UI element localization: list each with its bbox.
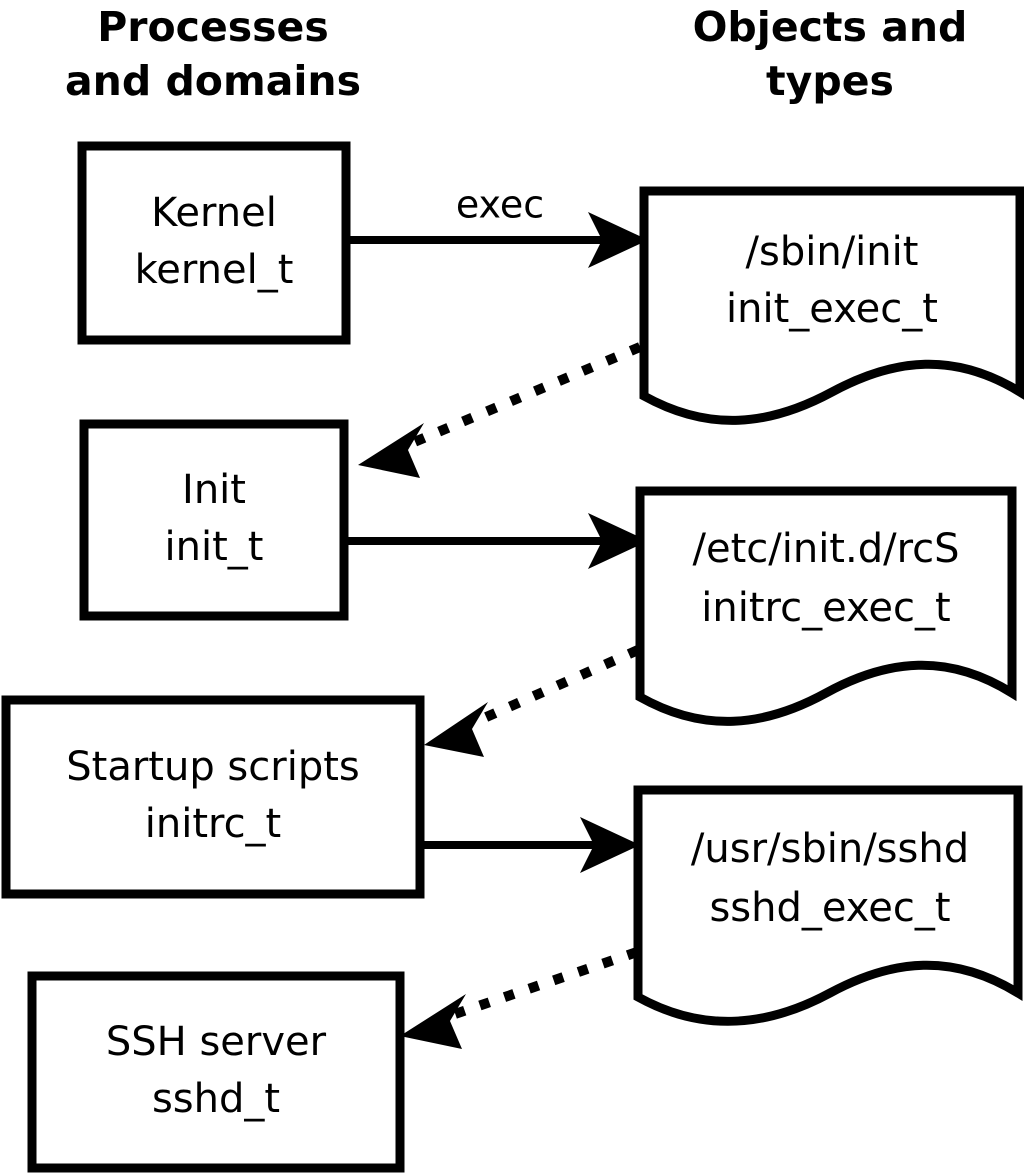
edge-kernel-exec-init_exec: exec [350, 183, 648, 268]
object-node-sshd_exec[interactable]: /usr/sbin/sshd sshd_exec_t [633, 785, 1023, 1026]
process-node-init[interactable]: Init init_t [79, 419, 349, 621]
edge-sshd_exec-transition-sshd [400, 947, 639, 1049]
object-node-initrc_exec-line2: initrc_exec_t [701, 585, 950, 631]
process-node-kernel-line1: Kernel [151, 190, 277, 236]
process-node-sshd[interactable]: SSH server sshd_t [27, 971, 405, 1173]
column-header-objects-line2: types [766, 57, 894, 105]
object-node-initrc_exec[interactable]: /etc/init.d/rcS initrc_exec_t [635, 486, 1017, 726]
process-node-kernel-line2: kernel_t [135, 247, 294, 293]
object-node-init_exec-line1: /sbin/init [746, 229, 919, 275]
process-node-initrc-line1: Startup scripts [66, 744, 359, 790]
object-node-init_exec[interactable]: /sbin/init init_exec_t [639, 186, 1024, 425]
object-node-init_exec-document[interactable] [639, 186, 1024, 425]
arrowhead-initrc_exec-initrc [424, 702, 488, 757]
object-node-initrc_exec-line1: /etc/init.d/rcS [692, 526, 959, 572]
object-node-init_exec-line2: init_exec_t [726, 286, 938, 332]
process-node-initrc[interactable]: Startup scripts initrc_t [1, 695, 425, 899]
column-header-objects: Objects and types [693, 3, 968, 105]
edge-init-exec-initrc_exec [348, 513, 648, 569]
column-header-processes-line1: Processes [97, 3, 329, 51]
process-node-initrc-box[interactable] [1, 695, 425, 899]
arrowhead-sshd_exec-sshd [400, 994, 466, 1049]
edge-label-exec: exec [456, 183, 544, 227]
edge-line-initrc_exec-initrc [472, 645, 641, 727]
object-node-sshd_exec-document[interactable] [633, 785, 1023, 1026]
process-node-init-box[interactable] [79, 419, 349, 621]
arrowhead-init_exec-init [358, 423, 424, 478]
process-node-kernel-box[interactable] [77, 141, 351, 345]
arrowhead-init-initrc_exec [588, 513, 648, 569]
column-header-processes-line2: and domains [65, 57, 361, 105]
object-node-initrc_exec-document[interactable] [635, 486, 1017, 726]
process-node-kernel[interactable]: Kernel kernel_t [77, 141, 351, 345]
object-node-sshd_exec-line2: sshd_exec_t [709, 885, 950, 931]
process-node-initrc-line2: initrc_t [145, 801, 282, 847]
process-node-init-line2: init_t [165, 524, 264, 570]
process-node-sshd-line2: sshd_t [152, 1076, 280, 1122]
edge-init_exec-transition-init [358, 342, 642, 478]
edge-initrc-exec-sshd_exec [424, 817, 640, 873]
object-node-sshd_exec-line1: /usr/sbin/sshd [691, 826, 969, 872]
edge-initrc_exec-transition-initrc [424, 645, 641, 757]
process-node-sshd-line1: SSH server [106, 1019, 327, 1065]
arrowhead-initrc-sshd_exec [580, 817, 640, 873]
edge-line-init_exec-init [410, 342, 642, 448]
edge-line-sshd_exec-sshd [453, 947, 639, 1019]
process-node-init-line1: Init [182, 467, 246, 513]
arrowhead-kernel-init_exec [588, 212, 648, 268]
column-header-objects-line1: Objects and [693, 3, 968, 51]
process-node-sshd-box[interactable] [27, 971, 405, 1173]
column-header-processes: Processes and domains [65, 3, 361, 105]
